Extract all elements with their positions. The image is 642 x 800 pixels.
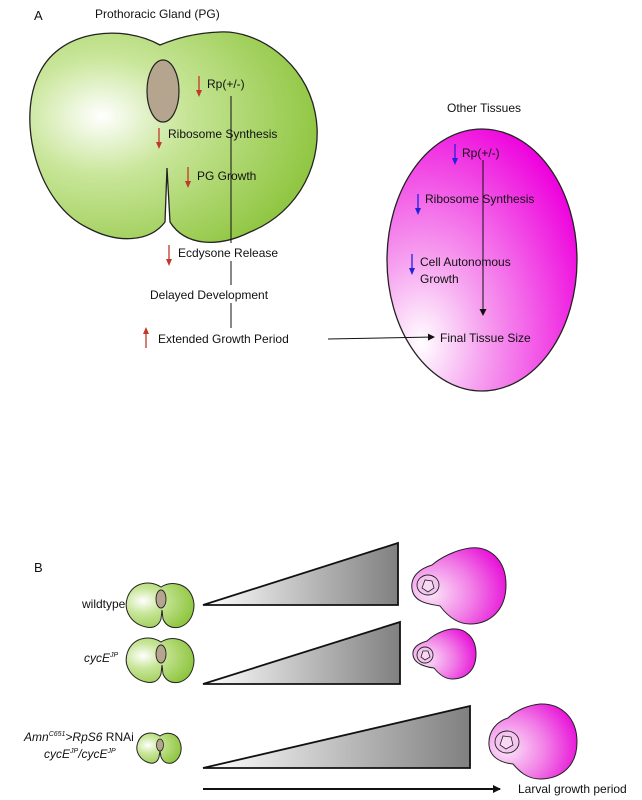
pg-step-rp-label: Rp(+/-) [207, 77, 245, 91]
row-label-amn-c: RNAi [102, 730, 133, 744]
down-arrow-icon [409, 254, 415, 275]
growth-triangle [202, 704, 471, 769]
row-label-cyce-base: cycE [84, 651, 111, 665]
pg-step-growth-label: PG Growth [197, 169, 256, 183]
growth-to-size-arrow [327, 333, 435, 341]
pg-step-ribosome: Ribosome Synthesis [168, 127, 277, 141]
tissue-icon [412, 628, 477, 680]
down-arrow-icon [166, 245, 172, 266]
down-arrow-icon [185, 167, 191, 188]
tissue-icon [488, 703, 578, 780]
small-pg-icon [125, 637, 195, 684]
pg-step-ribosome-label: Ribosome Synthesis [168, 127, 277, 141]
panel-a-letter: A [34, 8, 43, 23]
growth-triangle [202, 620, 401, 685]
row-label-l2-sup: JP [69, 748, 79, 755]
other-step-growth-label-2: Growth [420, 272, 459, 286]
up-arrow-icon [143, 327, 149, 348]
down-arrow-icon [452, 144, 458, 165]
row-label-amn-sup: C651 [49, 731, 66, 738]
down-arrow-icon [415, 194, 421, 215]
pg-step-rp: Rp(+/-) [207, 77, 245, 91]
other-tissues-shape [386, 128, 578, 392]
ecdysone-release-label: Ecdysone Release [178, 246, 278, 260]
small-pg-icon [136, 732, 182, 764]
row-label-l2-b: /cycE [77, 747, 108, 761]
down-arrow-icon [156, 128, 162, 149]
final-tissue-size-label: Final Tissue Size [440, 331, 531, 345]
larval-growth-label: Larval growth period [518, 782, 627, 796]
other-step-rp-label: Rp(+/-) [462, 146, 500, 160]
tissue-icon [411, 547, 507, 625]
pg-title: Prothoracic Gland (PG) [95, 7, 220, 21]
row-label-amn: AmnC651>RpS6 RNAi [23, 730, 134, 744]
pg-step-growth: PG Growth [197, 169, 256, 183]
down-arrow-icon [196, 76, 202, 97]
row-label-cyce-cyce: cycEJP/cycEJP [44, 747, 116, 761]
row-label-cyce: cycEJP [84, 651, 119, 665]
row-label-wildtype: wildtype [81, 597, 126, 611]
other-step-ribosome-label: Ribosome Synthesis [425, 192, 534, 206]
row-label-l2-a: cycE [44, 747, 71, 761]
small-pg-icon [125, 582, 195, 629]
other-tissues-title: Other Tissues [447, 101, 521, 115]
row-label-cyce-sup: JP [109, 652, 119, 659]
row-label-l2-sup2: JP [107, 748, 117, 755]
row-label-amn-a: Amn [23, 730, 49, 744]
pg-nucleus [146, 59, 180, 123]
prothoracic-gland-shape [29, 31, 318, 243]
growth-triangle [202, 541, 399, 606]
other-step-growth-label-1: Cell Autonomous [420, 255, 511, 269]
extended-growth-label: Extended Growth Period [158, 332, 289, 346]
delayed-development-label: Delayed Development [150, 288, 269, 302]
row-label-amn-b: >RpS6 [65, 730, 102, 744]
panel-b-letter: B [34, 560, 43, 575]
